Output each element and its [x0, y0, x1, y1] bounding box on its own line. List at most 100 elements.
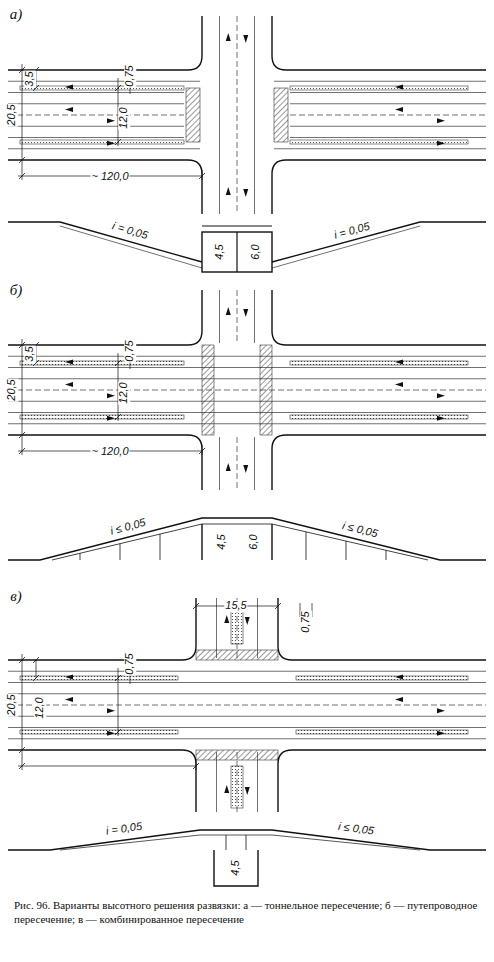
- curb: [272, 435, 486, 490]
- tunnel-portal: [274, 88, 288, 142]
- dimension-label: 4,5: [214, 243, 226, 260]
- direction-arrow: [107, 393, 115, 398]
- road-line: [236, 232, 237, 272]
- road-line: [8, 671, 486, 672]
- road-line: [33, 657, 39, 663]
- tunnel-section: [202, 232, 272, 272]
- divider-strip: [20, 140, 184, 144]
- direction-arrow: [107, 731, 115, 736]
- bridge-abutment: [260, 345, 272, 435]
- curb: [8, 750, 196, 812]
- divider-strip: [296, 676, 468, 680]
- road-line: [115, 85, 121, 91]
- direction-arrow: [65, 382, 73, 387]
- road-line: [275, 603, 281, 609]
- road-line: [8, 378, 486, 379]
- direction-arrow: [395, 107, 403, 112]
- road-line: [237, 16, 238, 214]
- road-line: [8, 137, 184, 138]
- road-line: [193, 603, 199, 609]
- curb: [8, 435, 202, 490]
- curb: [8, 160, 202, 214]
- road-line: [290, 137, 486, 138]
- crosswalk: [196, 750, 278, 760]
- curb: [8, 16, 202, 70]
- road-line: [8, 412, 486, 413]
- dimension-label: i = 0,05: [104, 821, 144, 838]
- road-line: [216, 598, 217, 658]
- median-strip: [231, 766, 243, 808]
- direction-arrow: [437, 118, 445, 123]
- section-profile: [8, 830, 486, 850]
- direction-arrow: [437, 141, 445, 146]
- road-line: [115, 729, 121, 735]
- dimension-label: i = 0,05: [110, 220, 150, 242]
- road-line: [386, 550, 387, 560]
- road-line: [8, 126, 184, 127]
- section-profile: [60, 835, 420, 850]
- road-line: [22, 756, 23, 770]
- curb: [8, 598, 196, 660]
- direction-arrow: [243, 189, 248, 197]
- road-line: [257, 752, 258, 812]
- road-line: [8, 81, 200, 82]
- direction-arrow: [107, 708, 115, 713]
- divider-strip: [20, 361, 184, 365]
- road-line: [22, 166, 23, 180]
- curb: [278, 598, 486, 660]
- direction-arrow: [224, 615, 229, 623]
- road-line: [80, 553, 81, 560]
- road-line: [202, 170, 203, 180]
- dimension-label: 12,0: [118, 106, 130, 129]
- bridge-abutment: [202, 345, 214, 435]
- dimension-label: 0,75: [124, 339, 136, 362]
- direction-arrow: [243, 309, 248, 317]
- road-line: [18, 766, 196, 767]
- road-line: [257, 598, 258, 658]
- road-line: [8, 716, 486, 717]
- road-line: [202, 225, 272, 226]
- direction-arrow: [395, 382, 403, 387]
- road-line: [120, 544, 121, 560]
- road-line: [19, 747, 25, 753]
- section-profile: [8, 518, 486, 560]
- road-line: [8, 682, 486, 683]
- direction-arrow: [224, 785, 229, 793]
- direction-arrow: [437, 708, 445, 713]
- direction-arrow: [107, 416, 115, 421]
- road-line: [22, 441, 23, 455]
- dimension-label: 3,5: [24, 345, 36, 362]
- road-line: [115, 675, 121, 681]
- direction-arrow: [107, 118, 115, 123]
- road-line: [306, 532, 307, 560]
- road-line: [115, 139, 121, 145]
- road-line: [8, 390, 486, 391]
- curb: [278, 750, 486, 812]
- road-line: [8, 705, 486, 706]
- road-line: [8, 356, 486, 357]
- panel-letter: в): [9, 588, 23, 605]
- road-line: [8, 148, 200, 149]
- curb: [272, 16, 486, 70]
- direction-arrow: [245, 617, 250, 625]
- road-line: [19, 657, 25, 663]
- road-line: [254, 16, 255, 214]
- crosswalk: [196, 650, 278, 660]
- dimension-label: 6,0: [248, 533, 260, 550]
- direction-arrow: [243, 35, 248, 43]
- road-line: [33, 675, 39, 681]
- dimension-label: i ≤ 0,05: [336, 821, 375, 838]
- road-line: [216, 752, 217, 812]
- direction-arrow: [395, 359, 403, 364]
- direction-arrow: [65, 107, 73, 112]
- dimension-label: 0,75: [124, 64, 136, 87]
- road-line: [290, 115, 486, 116]
- figure-caption: Рис. 96. Варианты высотного решения разв…: [14, 898, 480, 927]
- road-line: [237, 437, 238, 490]
- direction-arrow: [65, 697, 73, 702]
- dimension-label: ~ 120,0: [90, 446, 129, 458]
- divider-strip: [290, 361, 468, 365]
- dimension-label: 4,5: [216, 533, 228, 550]
- road-line: [8, 401, 486, 402]
- road-line: [8, 92, 184, 93]
